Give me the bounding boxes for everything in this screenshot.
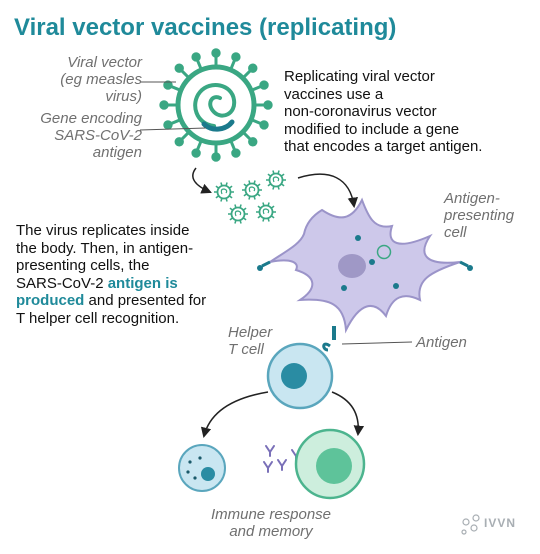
- arrow-to-effector: [200, 391, 269, 439]
- antigen-label: Antigen: [416, 334, 467, 351]
- page-title: Viral vector vaccines (replicating): [14, 14, 397, 41]
- gene-label: Gene encoding SARS-CoV-2 antigen: [40, 110, 142, 161]
- gene-pointer: [139, 127, 207, 131]
- apc-label: Antigen- presenting cell: [444, 190, 515, 241]
- viral-vector-virus: [159, 48, 273, 162]
- effector-cell: [178, 444, 226, 492]
- vector-description: Replicating viral vector vaccines use a …: [284, 68, 483, 155]
- ivvn-logo-text: IVVN: [484, 516, 517, 530]
- arrow-to-apc: [297, 173, 359, 209]
- antibodies: [263, 445, 301, 473]
- replication-description: The virus replicates inside the body. Th…: [16, 222, 207, 327]
- small-virus: [256, 202, 276, 222]
- arrow-replicate: [192, 167, 212, 194]
- immune-response-label: Immune response and memory: [210, 506, 332, 540]
- replicated-viruses: [214, 170, 286, 224]
- arrow-to-memory: [331, 391, 365, 437]
- small-virus: [214, 182, 234, 202]
- small-virus: [228, 204, 248, 224]
- small-virus: [266, 170, 286, 190]
- helper-t-cell-label: Helper T cell: [228, 324, 273, 358]
- helper-t-cell: [266, 342, 334, 410]
- viral-vector-label: Viral vector (eg measles virus): [60, 54, 142, 105]
- small-virus: [242, 180, 262, 200]
- antigen-presenting-cell: [257, 197, 473, 340]
- antigen-pointer: [341, 341, 413, 345]
- memory-cell: [294, 428, 366, 500]
- gene-segment: [201, 119, 235, 132]
- ivvn-logo-icon: [461, 514, 480, 535]
